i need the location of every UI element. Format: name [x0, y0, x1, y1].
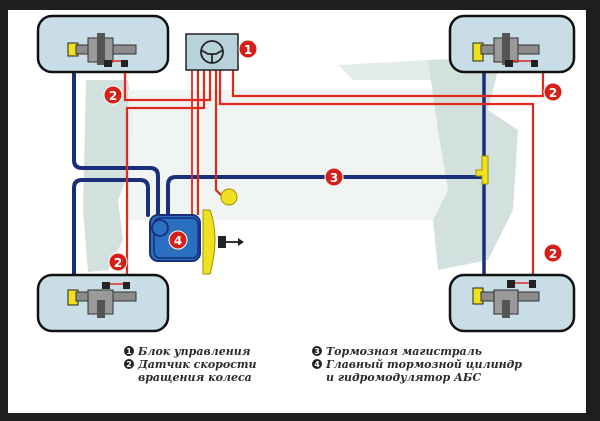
svg-text:4: 4 [174, 234, 182, 248]
legend-text-brake-line: Тормозная магистраль [326, 345, 482, 358]
legend-item-1: 1 Блок управления [124, 345, 257, 358]
badge-2-front-left: 2 [103, 85, 123, 105]
brake-line-rear-left [72, 178, 150, 282]
svg-text:2: 2 [109, 89, 117, 103]
legend-item-3: 3 Тормозная магистраль [312, 345, 522, 358]
badge-4: 4 [168, 230, 188, 250]
brake-line-main [166, 175, 486, 217]
brake-booster [202, 209, 216, 275]
legend-text-wheel-sensor: Датчик скорости [138, 358, 257, 371]
pedal-arrow-icon [238, 238, 244, 246]
badge-2-rear-left: 2 [108, 252, 128, 272]
wheel-rear-right [448, 273, 576, 333]
steering-wheel-icon [200, 40, 224, 64]
legend-item-2: 2 Датчик скорости [124, 358, 257, 371]
ghost-car-silhouette [83, 58, 518, 272]
control-unit [185, 33, 239, 71]
wheel-rear-left [36, 273, 170, 333]
abs-diagram: 1 2 2 2 2 3 4 [36, 14, 576, 333]
wheel-front-right [448, 14, 576, 74]
badge-2-rear-right: 2 [543, 243, 563, 263]
brake-line-tee [475, 155, 489, 185]
sensor-wires [123, 68, 545, 280]
wheel-hub-icon [472, 33, 540, 67]
wheel-front-left [36, 14, 170, 74]
svg-text:3: 3 [330, 171, 338, 185]
legend-number-4: 4 [312, 359, 322, 369]
legend-item-4: 4 Главный тормозной цилиндр [312, 358, 522, 371]
svg-text:1: 1 [244, 43, 252, 57]
svg-text:2: 2 [549, 247, 557, 261]
wheel-hub-icon [472, 280, 540, 318]
legend-text-master-cylinder-line2: и гидромодулятор АБС [326, 371, 482, 384]
wheel-hub-icon [67, 282, 137, 318]
legend-left: 1 Блок управления 2 Датчик скорости вращ… [124, 345, 257, 384]
badge-1: 1 [238, 39, 258, 59]
wheel-hub-icon [67, 33, 137, 67]
legend-right: 3 Тормозная магистраль 4 Главный тормозн… [312, 345, 522, 384]
brake-line-front-left [72, 66, 160, 217]
diagram-frame: 1 2 2 2 2 3 4 1 Блок управлени [8, 10, 586, 413]
legend-text-control-unit: Блок управления [138, 345, 251, 358]
badge-3: 3 [324, 167, 344, 187]
legend-text-wheel-sensor-line2: вращения колеса [138, 371, 252, 384]
legend-text-master-cylinder: Главный тормозной цилиндр [326, 358, 522, 371]
legend-number-3: 3 [312, 346, 322, 356]
svg-text:2: 2 [114, 256, 122, 270]
legend-number-2: 2 [124, 359, 134, 369]
brake-switch [220, 188, 238, 206]
legend-number-1: 1 [124, 346, 134, 356]
badge-2-front-right: 2 [543, 82, 563, 102]
svg-text:2: 2 [549, 86, 557, 100]
